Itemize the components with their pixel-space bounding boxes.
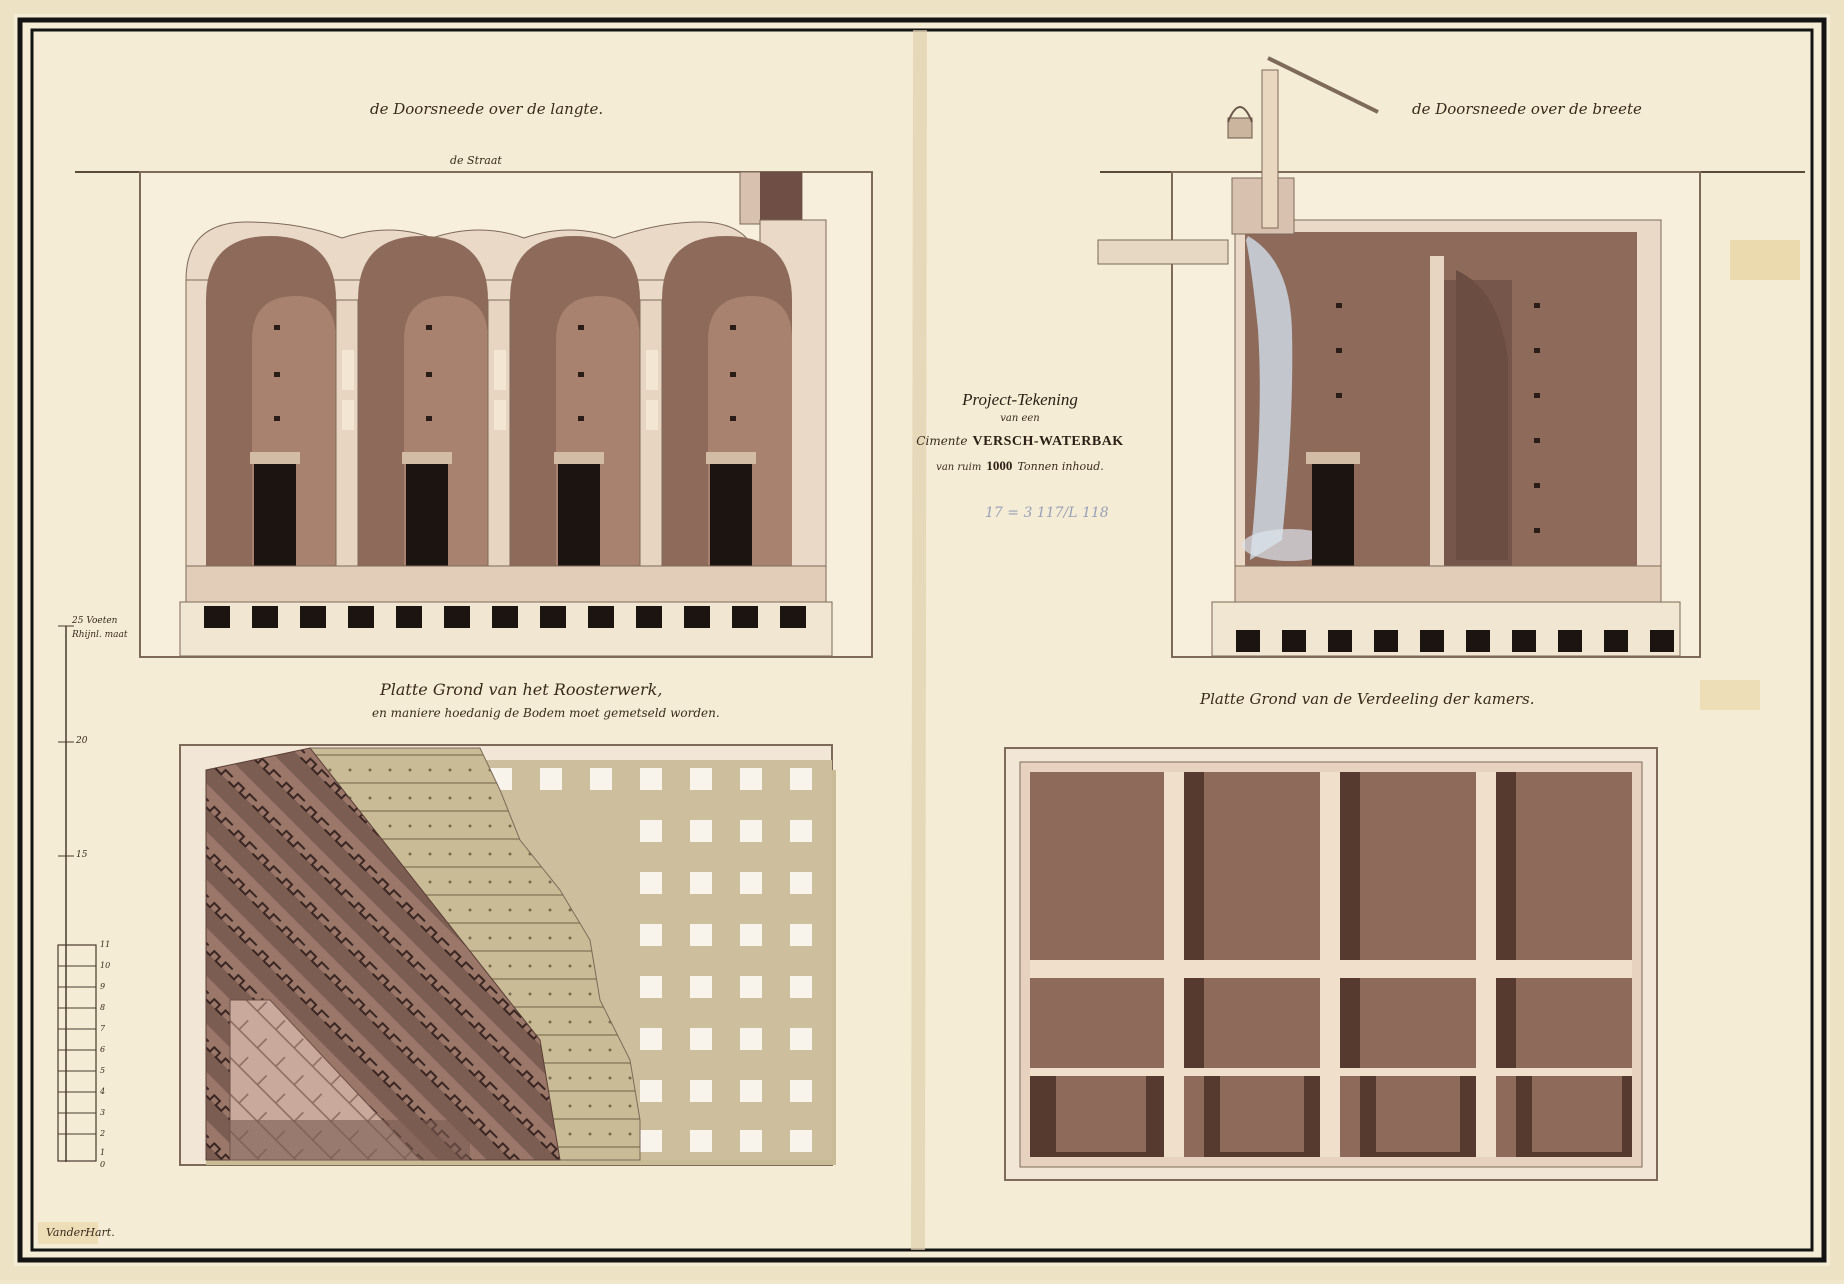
- width-section-label: de Doorsneede over de breete: [1412, 100, 1642, 118]
- grid-plan-label-line-2: en maniere hoedanig de Bodem moet gemets…: [372, 706, 720, 720]
- title-line-2: van een: [1000, 413, 1040, 424]
- street-label: de Straat: [450, 154, 502, 167]
- grid-plan-label-line-1: Platte Grond van het Roosterwerk,: [380, 680, 663, 699]
- pier-crosses: [1030, 772, 1632, 1157]
- scale-tick-11: 11: [100, 940, 111, 949]
- outer-border: [17, 17, 1827, 1263]
- scale-tick-1: 1: [100, 1148, 106, 1157]
- scale-tick-6: 6: [100, 1045, 106, 1054]
- scale-tick-20: 20: [76, 736, 88, 746]
- scale-tick-3: 3: [100, 1108, 106, 1117]
- scale-tick-9: 9: [100, 982, 106, 991]
- transverse-section: [1097, 56, 1805, 658]
- scale-tick-8: 8: [100, 1003, 106, 1012]
- scale-tick-2: 2: [100, 1129, 106, 1138]
- title-line-4-suffix: Tonnen inhoud.: [1017, 460, 1104, 473]
- title-line-3-main: VERSCH-WATERBAK: [972, 434, 1124, 449]
- title-line-4-number: 1000: [986, 458, 1013, 473]
- title-block: Project-Tekening van een Cimente VERSCH-…: [900, 390, 1140, 474]
- title-line-1: Project-Tekening: [962, 390, 1078, 409]
- grid-work-plan: [179, 744, 836, 1166]
- pump: [1261, 69, 1279, 229]
- length-section-label: de Doorsneede over de langte.: [370, 100, 604, 118]
- chamber-plan-label: Platte Grond van de Verdeeling der kamer…: [1200, 690, 1535, 708]
- pencil-note: 17 = 3 117/L 118: [985, 505, 1109, 521]
- scale-tick-15: 15: [76, 850, 88, 860]
- scale-tick-0: 0: [100, 1160, 106, 1169]
- stain: [1730, 240, 1800, 280]
- scale-label-line-2: Rhijnl. maat: [72, 630, 128, 640]
- scale-label-line-1: 25 Voeten: [72, 616, 118, 626]
- chamber-division-plan: [1004, 747, 1658, 1181]
- title-line-3-prefix: Cimente: [916, 434, 968, 448]
- water-stream: [1246, 236, 1293, 560]
- longitudinal-section: [75, 171, 873, 658]
- signature: VanderHart.: [46, 1226, 115, 1239]
- title-line-4-prefix: van ruim: [936, 462, 982, 473]
- scale-tick-4: 4: [100, 1087, 106, 1096]
- scale-bar: [57, 625, 97, 1162]
- scale-tick-7: 7: [100, 1024, 106, 1033]
- center-fold: [911, 29, 927, 1251]
- bucket: [1227, 117, 1253, 139]
- scale-tick-5: 5: [100, 1066, 106, 1075]
- scale-tick-10: 10: [100, 961, 111, 970]
